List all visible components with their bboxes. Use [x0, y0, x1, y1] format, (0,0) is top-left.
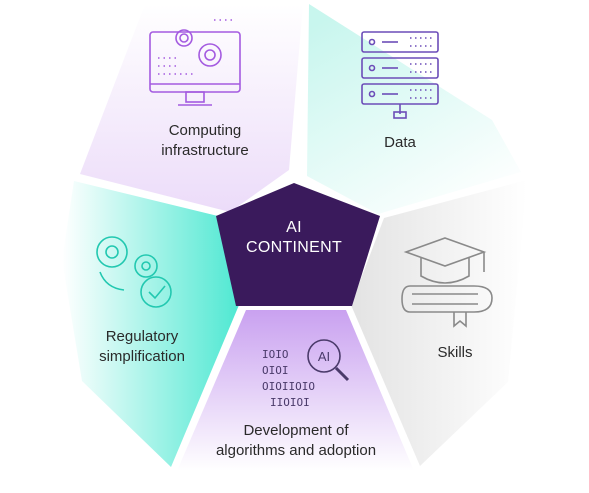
- label-development: Development of algorithms and adoption: [215, 422, 377, 459]
- computer-gears-icon: [149, 19, 241, 106]
- label-computing-infrastructure: Computing infrastructure: [161, 122, 249, 159]
- label-skills: Skills: [437, 344, 473, 361]
- center-label-line2: CONTINENT: [245, 239, 343, 256]
- label-data: Data: [384, 134, 416, 151]
- svg-text:IIOIOI: IIOIOI: [270, 396, 310, 409]
- center-label: AI CONTINENT: [238, 218, 350, 258]
- svg-text:IOIO: IOIO: [262, 348, 289, 361]
- svg-text:OIOIIOIO: OIOIIOIO: [262, 380, 315, 393]
- segment-data: [307, 4, 521, 214]
- svg-text:OIOI: OIOI: [262, 364, 289, 377]
- label-regulatory-simplification: Regulatory simplification: [99, 328, 185, 365]
- center-label-line1: AI: [286, 219, 302, 236]
- segment-computing-infrastructure: [80, 4, 303, 212]
- segment-development: [177, 310, 414, 471]
- graduation-cap-book-icon: [401, 237, 493, 328]
- server-rack-icon: [361, 31, 439, 119]
- center-pentagon: [216, 183, 380, 306]
- gears-checkmark-icon: [96, 236, 172, 308]
- ai-binary-magnifier-icon: IOIO OIOI OIOIIOIO IIOIOI AI: [262, 339, 350, 409]
- svg-text:AI: AI: [318, 349, 330, 364]
